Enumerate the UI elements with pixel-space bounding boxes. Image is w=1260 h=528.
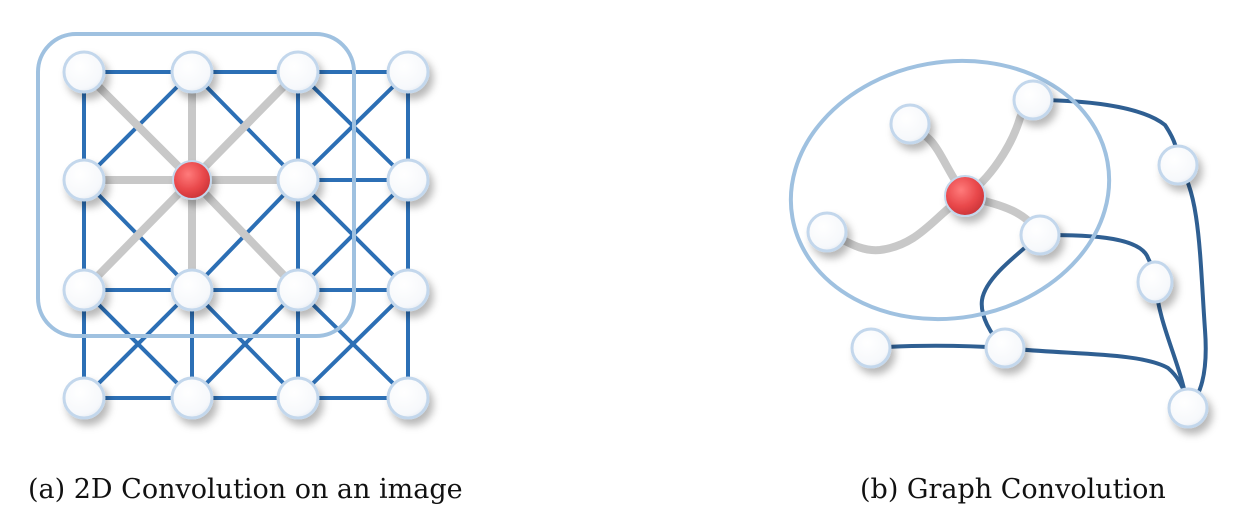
grid-edge <box>296 288 410 400</box>
grid-aggregation-edge <box>188 68 302 184</box>
grid-node <box>386 50 430 94</box>
graph-center-node <box>944 175 986 217</box>
graph-node <box>850 327 892 369</box>
grid-node <box>276 50 320 94</box>
graph-node <box>1136 260 1174 304</box>
aggregation-edge <box>823 192 969 255</box>
graph-node <box>806 211 848 253</box>
grid-node <box>386 268 430 312</box>
graph-aggregation-edges <box>823 96 1044 255</box>
caption-grid-convolution: (a) 2D Convolution on an image <box>28 474 463 505</box>
grid-node <box>170 50 214 94</box>
graph-edge <box>1004 346 1190 409</box>
graph-node <box>1167 387 1209 429</box>
grid-center-node <box>172 160 212 200</box>
grid-aggregation-edge <box>80 68 196 184</box>
graph-node <box>889 103 931 145</box>
grid-node <box>276 376 320 420</box>
grid-node <box>62 268 106 312</box>
graph-receptive-field <box>788 58 1112 322</box>
grid-node <box>170 268 214 312</box>
grid-node <box>62 158 106 202</box>
grid-node <box>386 376 430 420</box>
graph-node <box>1012 79 1054 121</box>
grid-edge <box>82 288 194 400</box>
grid-receptive-field <box>36 32 356 338</box>
grid-node <box>276 158 320 202</box>
grid-convolution-panel <box>36 32 430 420</box>
grid-nodes <box>62 50 430 420</box>
grid-aggregation-edge <box>188 176 302 294</box>
grid-aggregation-edge <box>80 176 196 294</box>
graph-node <box>1157 144 1199 186</box>
grid-node <box>276 268 320 312</box>
graph-edge <box>1176 163 1208 410</box>
graph-nodes <box>806 79 1209 429</box>
graph-node <box>1019 214 1061 256</box>
grid-node <box>62 376 106 420</box>
grid-edge <box>190 288 300 400</box>
grid-node <box>62 50 106 94</box>
caption-graph-convolution: (b) Graph Convolution <box>860 474 1166 505</box>
grid-node <box>170 376 214 420</box>
graph-node <box>984 327 1026 369</box>
grid-node <box>386 158 430 202</box>
graph-convolution-panel <box>788 58 1209 429</box>
